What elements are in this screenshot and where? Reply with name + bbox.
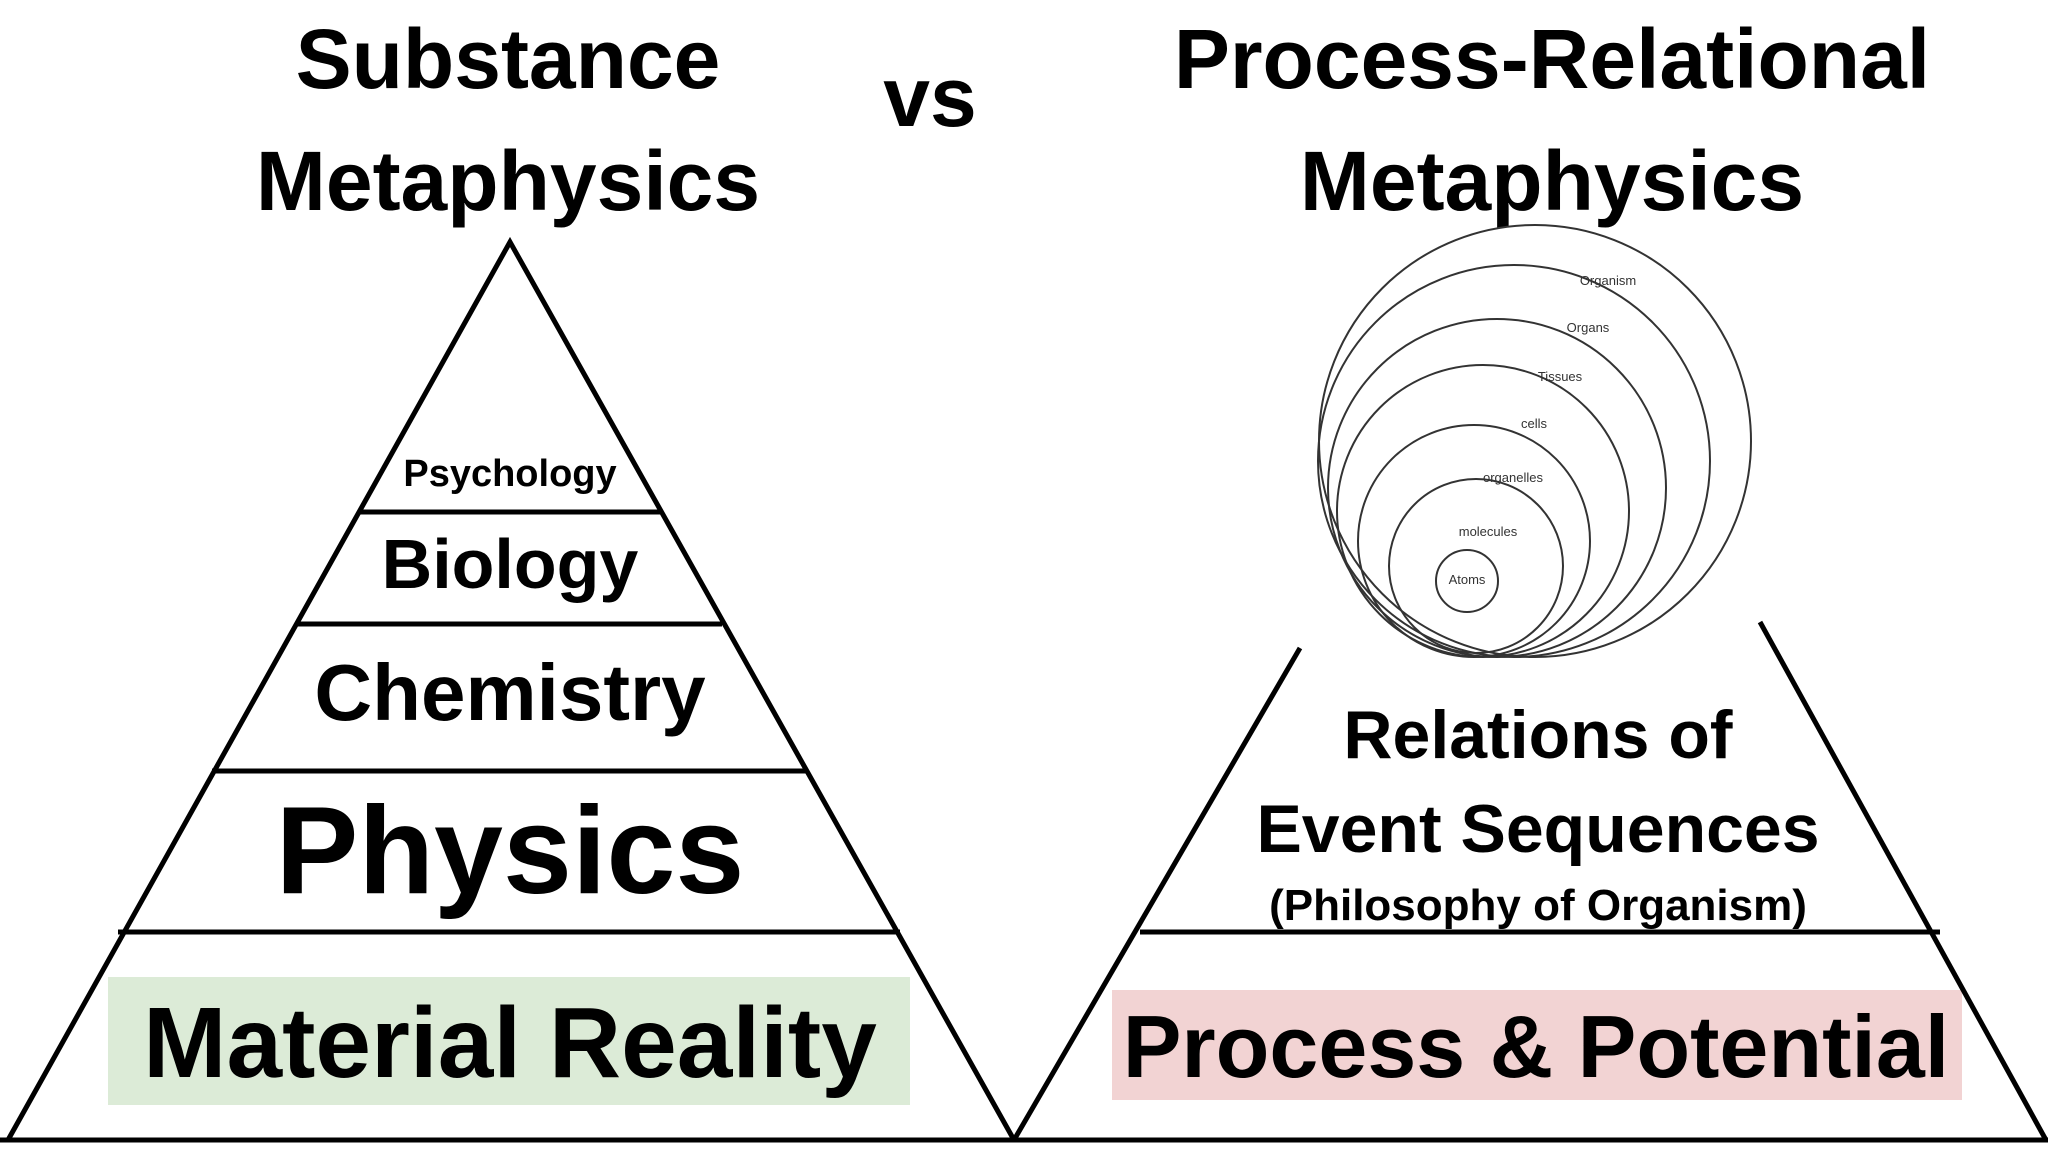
relations-line3: (Philosophy of Organism) [1269,881,1807,930]
layer-chemistry: Chemistry [314,648,706,737]
layer-physics: Physics [276,782,745,920]
base-process-potential: Process & Potential [1123,997,1950,1096]
relations-line2: Event Sequences [1256,791,1819,867]
material-reality-highlight [108,977,910,1105]
circle-organs [1317,264,1711,658]
process-pyramid: Relations of Event Sequences (Philosophy… [0,620,2048,1143]
layer-psychology: Psychology [403,453,616,495]
process-potential-highlight [1112,990,1962,1100]
label-organelles: organelles [1483,470,1543,485]
label-organs: Organs [1567,320,1610,335]
label-molecules: molecules [1459,524,1518,539]
label-cells: cells [1521,416,1548,431]
layer-biology: Biology [382,525,639,603]
label-tissues: Tissues [1538,369,1583,384]
right-pyramid-left-edge [1011,646,1303,1142]
circle-molecules [1388,478,1564,654]
base-material-reality: Material Reality [143,987,877,1099]
right-pyramid-right-edge [1757,620,2048,1142]
left-title-line1: Substance [296,12,721,106]
nested-circles: Organism Organs Tissues cells organelles… [1317,224,1752,658]
label-organism: Organism [1580,273,1636,288]
label-atoms: Atoms [1449,572,1486,587]
right-title-line2: Metaphysics [1300,134,1804,228]
relations-line1: Relations of [1343,697,1732,773]
vs-label: vs [883,50,976,144]
right-title-line1: Process-Relational [1174,12,1930,106]
circle-organelles [1357,424,1591,658]
circle-organism [1318,224,1752,658]
left-pyramid-outline [5,236,1017,1142]
substance-pyramid: Psychology Biology Chemistry Physics Mat… [5,236,1017,1142]
left-title-line2: Metaphysics [256,134,760,228]
circle-atoms [1435,549,1499,613]
